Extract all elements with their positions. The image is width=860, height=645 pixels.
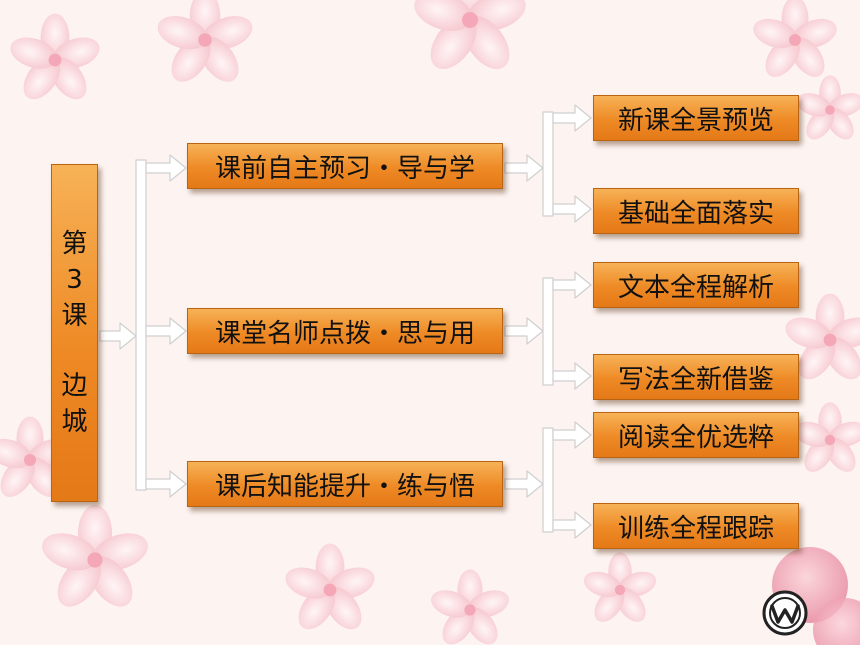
connector-arrow — [552, 511, 592, 539]
lesson-title-char: 课 — [61, 301, 88, 331]
item-label: 写法全新借鉴 — [617, 364, 774, 395]
connector-trunk — [135, 159, 147, 491]
connector-arrow — [552, 271, 592, 299]
connector-arrow — [504, 470, 544, 498]
connector-arrow — [504, 317, 544, 345]
section-label: 课后知能提升・练与悟 — [214, 471, 475, 502]
lesson-title-char: 第 — [61, 229, 88, 259]
connector-arrow — [145, 154, 187, 182]
connector-trunk — [542, 427, 554, 533]
lesson-title-char: 城 — [61, 407, 88, 437]
item-box[interactable]: 文本全程解析 — [593, 262, 799, 308]
lesson-title-char: 边 — [61, 371, 88, 401]
lesson-title-char: 3 — [66, 265, 83, 295]
connector-arrow — [99, 322, 137, 350]
item-label: 文本全程解析 — [617, 272, 774, 303]
connector-trunk — [542, 111, 554, 217]
section-label: 课堂名师点拨・思与用 — [214, 318, 475, 349]
item-box[interactable]: 基础全面落实 — [593, 188, 799, 234]
connector-arrow — [145, 470, 187, 498]
section-box-preview[interactable]: 课前自主预习・导与学 — [187, 143, 503, 189]
connector-arrow — [552, 195, 592, 223]
connector-trunk — [542, 277, 554, 386]
connector-arrow — [504, 154, 544, 182]
connector-arrow — [552, 421, 592, 449]
item-label: 训练全程跟踪 — [617, 513, 774, 544]
item-box[interactable]: 阅读全优选粹 — [593, 412, 799, 458]
item-label: 阅读全优选粹 — [617, 422, 774, 453]
item-box[interactable]: 训练全程跟踪 — [593, 503, 799, 549]
item-label: 基础全面落实 — [617, 198, 774, 229]
item-box[interactable]: 新课全景预览 — [593, 95, 799, 141]
item-box[interactable]: 写法全新借鉴 — [593, 354, 799, 400]
logo-icon — [762, 590, 808, 636]
connector-arrow — [145, 317, 187, 345]
section-box-classroom[interactable]: 课堂名师点拨・思与用 — [187, 308, 503, 354]
section-box-afterclass[interactable]: 课后知能提升・练与悟 — [187, 461, 503, 507]
item-label: 新课全景预览 — [617, 105, 774, 136]
lesson-title-box: 第 3 课 边 城 — [51, 164, 98, 502]
section-label: 课前自主预习・导与学 — [214, 153, 475, 184]
connector-arrow — [552, 362, 592, 390]
connector-arrow — [552, 104, 592, 132]
